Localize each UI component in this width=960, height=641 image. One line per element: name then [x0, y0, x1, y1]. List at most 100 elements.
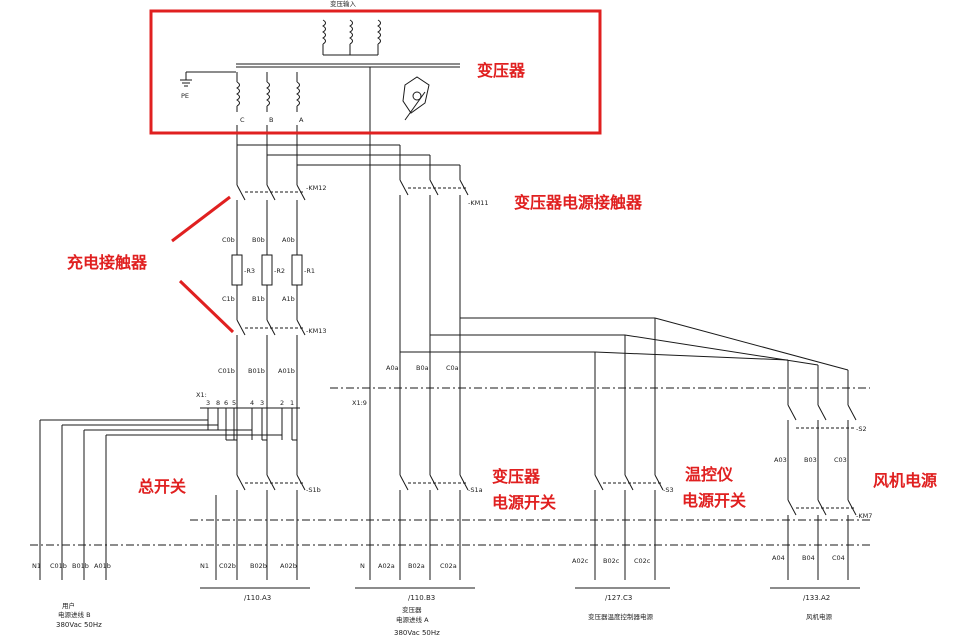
dash-dot-separators	[30, 387, 870, 546]
out4-term-3: C02c	[634, 557, 651, 565]
km7-tag: -KM7	[856, 512, 872, 520]
s1a-switch	[399, 474, 469, 580]
r3-tag: -R3	[244, 267, 255, 275]
s2-switch	[787, 360, 857, 475]
transformer-contactor-annotation: 变压器电源接触器	[514, 193, 643, 212]
temp-controller-annotation-l1: 温控仪	[685, 465, 734, 484]
terminal-4: 5	[232, 399, 236, 407]
out4-line1: 变压器温度控制器电源	[588, 612, 654, 621]
out3-term-1: N	[360, 562, 365, 570]
transformer-highlight-box	[149, 9, 602, 135]
output-group-4: A02c B02c C02c /127.C3 变压器温度控制器电源	[572, 557, 654, 621]
charge-pointer-upper	[171, 195, 231, 243]
terminal-2: 8	[216, 399, 220, 407]
wire-c0b: C0b	[222, 236, 235, 244]
out2-term-3: B02b	[250, 562, 267, 570]
wire-b03: B03	[804, 456, 817, 464]
terminal-5: 4	[250, 399, 254, 407]
user-feed-wires	[39, 419, 297, 580]
output-group-3: N A02a B02a C02a /110.B3 变压器 电源进线 A 380V…	[360, 562, 457, 637]
r1-tag: -R1	[304, 267, 315, 275]
wire-a01b: A01b	[278, 367, 295, 375]
transformer-switch-annotation-l2: 电源开关	[492, 493, 557, 512]
fan-power-annotation: 风机电源	[873, 471, 938, 490]
wire-b1b: B1b	[252, 295, 265, 303]
terminal-7: 2	[280, 399, 284, 407]
out1-line3: 380Vac 50Hz	[56, 621, 102, 629]
out1-term-4: A01b	[94, 562, 111, 570]
terminal-1: 3	[206, 399, 210, 407]
km11-tag: -KM11	[468, 199, 489, 207]
charge-contactor-annotation: 充电接触器	[67, 253, 148, 272]
s1a-tag: -S1a	[468, 486, 483, 494]
out3-line1: 变压器	[402, 605, 422, 614]
out1-line2: 电源进线 B	[58, 610, 91, 619]
s2-tag: -S2	[856, 425, 867, 433]
pe-label: PE	[181, 92, 189, 100]
out2-term-2: C02b	[219, 562, 236, 570]
charge-resistors	[231, 254, 303, 320]
terminal-8: 1	[290, 399, 294, 407]
out3-term-2: A02a	[378, 562, 395, 570]
transformer-primary-coils	[322, 19, 381, 56]
main-switch-annotation: 总开关	[138, 477, 187, 496]
transformer-secondary-coils	[236, 72, 300, 112]
wire-a1b: A1b	[282, 295, 295, 303]
phase-label-a: A	[299, 116, 304, 124]
out1-term-1: N1	[32, 562, 41, 570]
r2-tag: -R2	[274, 267, 285, 275]
s1b-tag: -S1b	[306, 486, 321, 494]
out5-term-3: C04	[832, 554, 845, 562]
out3-line2: 电源进线 A	[396, 615, 429, 624]
s1b-switch	[215, 440, 306, 580]
out3-ref: /110.B3	[408, 594, 435, 602]
out1-term-2: C01b	[50, 562, 67, 570]
out4-ref: /127.C3	[605, 594, 632, 602]
phase-label-b: B	[269, 116, 273, 124]
out5-term-2: B04	[802, 554, 815, 562]
out3-line3: 380Vac 50Hz	[394, 629, 440, 637]
wire-c01b: C01b	[218, 367, 235, 375]
km7-contactor	[787, 475, 857, 580]
pe-ground	[180, 71, 236, 87]
out2-term-4: A02b	[280, 562, 297, 570]
output-group-1: N1 C01b B01b A01b 用户 电源进线 B 380Vac 50Hz	[32, 562, 111, 629]
output-group-5: A04 B04 C04 /133.A2 风机电源	[772, 554, 845, 621]
transformer-symbol	[402, 76, 430, 121]
km12-contactor	[236, 184, 306, 255]
s3-switch	[594, 474, 664, 580]
phase-label-c: C	[240, 116, 245, 124]
out2-term-1: N1	[200, 562, 209, 570]
out1-line1: 用户	[62, 601, 75, 610]
out3-term-4: C02a	[440, 562, 457, 570]
x19-tag: X1:9	[352, 399, 367, 407]
wire-b0a: B0a	[416, 364, 429, 372]
transformer-input-title: 变压输入	[330, 0, 357, 8]
charge-pointer-lower	[178, 279, 235, 334]
wire-c03: C03	[834, 456, 847, 464]
km11-contactor	[399, 145, 469, 475]
distribution-buses	[400, 317, 849, 475]
output-group-2: N1 C02b B02b A02b /110.A3	[200, 562, 297, 602]
km13-tag: -KM13	[306, 327, 327, 335]
km13-contactor	[236, 319, 306, 440]
wire-c0a: C0a	[446, 364, 459, 372]
out3-term-3: B02a	[408, 562, 425, 570]
x1-tag: X1:	[196, 391, 207, 399]
out4-term-2: B02c	[603, 557, 620, 565]
temp-controller-annotation-l2: 电源开关	[682, 491, 747, 510]
out5-term-1: A04	[772, 554, 785, 562]
out5-ref: /133.A2	[803, 594, 830, 602]
wire-a0b: A0b	[282, 236, 295, 244]
transformer-annotation: 变压器	[477, 61, 526, 80]
s3-tag: -S3	[663, 486, 674, 494]
out1-term-3: B01b	[72, 562, 89, 570]
transformer-switch-annotation-l1: 变压器	[492, 467, 541, 486]
wire-b0b: B0b	[252, 236, 265, 244]
out4-term-1: A02c	[572, 557, 589, 565]
out5-line1: 风机电源	[806, 612, 833, 621]
wire-b01b: B01b	[248, 367, 265, 375]
out2-ref: /110.A3	[244, 594, 271, 602]
wire-c1b: C1b	[222, 295, 235, 303]
